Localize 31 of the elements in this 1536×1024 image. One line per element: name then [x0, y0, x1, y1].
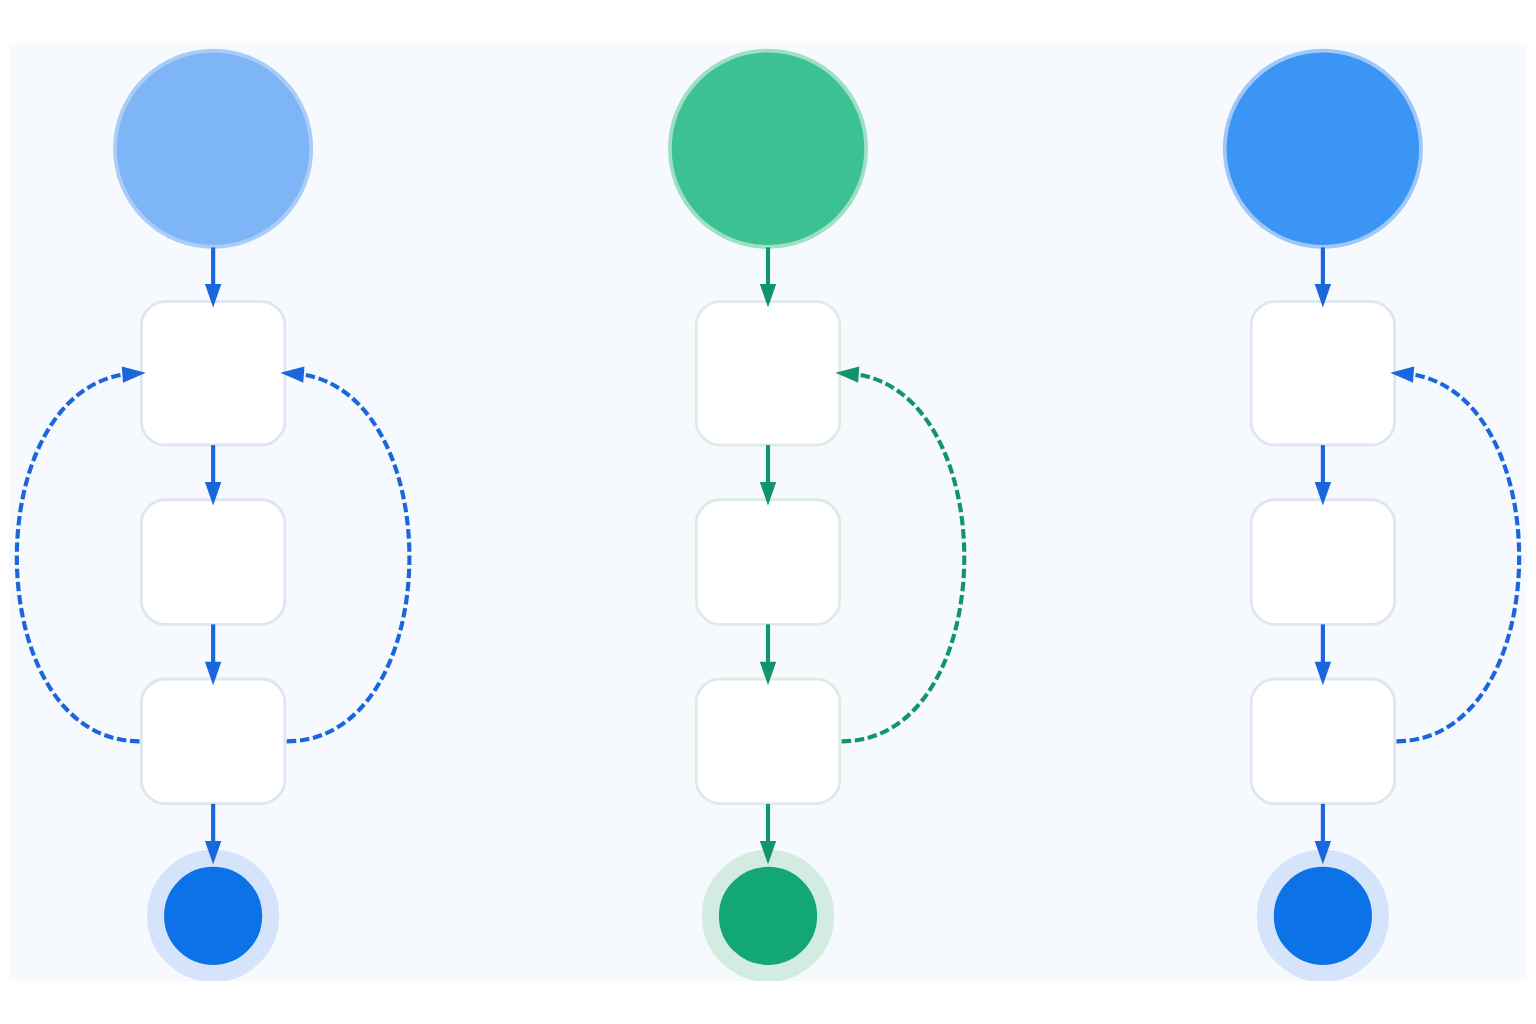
arrow: [759, 803, 777, 865]
node-circle: [147, 849, 280, 981]
node-box: [140, 498, 287, 626]
node-circle: [1222, 48, 1423, 249]
node-box: [1249, 300, 1396, 447]
node-box: [694, 300, 842, 447]
arrow: [1314, 803, 1332, 865]
node-circle: [668, 48, 869, 249]
arrow: [15, 366, 146, 744]
node-box: [694, 677, 842, 805]
arrow: [204, 803, 222, 865]
arrow: [204, 624, 222, 686]
arrow: [1314, 624, 1332, 686]
arrow: [280, 366, 412, 744]
node-box: [140, 300, 287, 447]
node-box: [140, 677, 287, 805]
arrow: [204, 445, 222, 506]
arrow: [1314, 247, 1332, 308]
arrow: [835, 366, 967, 744]
node-circle: [113, 48, 314, 249]
arrow: [204, 247, 222, 308]
node-box: [1249, 498, 1396, 626]
arrow: [759, 445, 777, 506]
node-box: [1249, 677, 1396, 805]
arrow: [759, 247, 777, 308]
arrow: [1390, 366, 1521, 744]
node-circle: [1256, 849, 1389, 981]
arrow: [1314, 445, 1332, 506]
arrow: [759, 624, 777, 686]
node-circle: [701, 849, 835, 981]
node-box: [694, 498, 842, 626]
